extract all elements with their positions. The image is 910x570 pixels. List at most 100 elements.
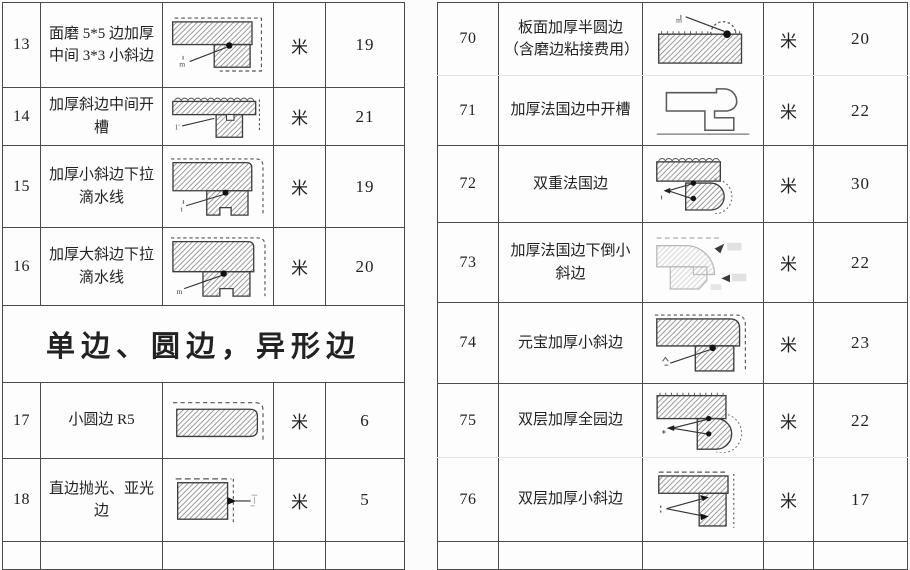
section-header: 单边、圆边，异形边 [2, 305, 405, 383]
diagram-cell: m [162, 227, 274, 306]
unit-cell: 米 [273, 382, 326, 459]
diagram-cell: t [162, 145, 274, 228]
row-number-cell [2, 541, 41, 570]
edge-name-cell: 加厚大斜边下拉滴水线 [40, 227, 163, 306]
row-number-cell: 71 [437, 75, 499, 146]
unit-cell [763, 541, 814, 570]
row-number-cell: 15 [2, 145, 41, 228]
edge-name-cell: 板面加厚半圆边（含磨边粘接费用） [498, 2, 643, 76]
unit-cell: 米 [273, 227, 326, 306]
straight-polished-matte-edge-diagram [175, 478, 258, 524]
price-cell: 19 [325, 2, 405, 88]
price-cell: 30 [813, 145, 908, 223]
row-number-cell: 13 [2, 2, 41, 88]
row-number-cell: 17 [2, 382, 41, 459]
edge-name-cell: 加厚小斜边下拉滴水线 [40, 145, 163, 228]
diagram-cell [642, 75, 764, 146]
surface-thickened-half-round-diagram: m [658, 14, 743, 64]
svg-text:m: m [676, 16, 682, 25]
diagram-cell [642, 145, 764, 223]
table-row-17: 17 小圆边 R5 米 6 [2, 382, 405, 459]
thickened-bevel-middle-groove-diagram: 1' [172, 97, 261, 138]
double-layer-thickened-small-bevel-diagram [658, 471, 735, 528]
price-cell: 19 [325, 145, 405, 228]
row-number-cell: 16 [2, 227, 41, 306]
table-row-75: 75 双层加厚全园边 米 22 [437, 383, 908, 458]
row-number-cell: 72 [437, 145, 499, 223]
thickened-french-edge-lower-small-bevel-diagram [656, 236, 747, 290]
edge-name-cell: 加厚斜边中间开槽 [40, 87, 163, 146]
diagram-cell: m [162, 2, 274, 88]
unit-cell: 米 [763, 222, 814, 303]
row-number-cell: 73 [437, 222, 499, 303]
edge-name-cell [40, 541, 163, 570]
ingot-thickened-small-bevel-diagram [654, 314, 746, 372]
unit-cell: 米 [763, 302, 814, 384]
table-row-76: 76 双层加厚小斜边 米 17 [437, 457, 908, 542]
unit-cell: 米 [763, 145, 814, 223]
diagram-cell: m [642, 2, 764, 76]
diagram-cell [642, 541, 764, 570]
row-number-cell [437, 541, 499, 570]
edge-name-cell: 面磨 5*5 边加厚中间 3*3 小斜边 [40, 2, 163, 88]
table-row-13: 13 面磨 5*5 边加厚中间 3*3 小斜边 m 米 19 [2, 2, 405, 88]
section-header-row: 单边、圆边，异形边 [2, 305, 405, 383]
table-row-18: 18 直边抛光、亚光边 米 5 [2, 458, 405, 542]
small-round-edge-r5-diagram [173, 402, 264, 442]
diagram-cell [162, 541, 274, 570]
table-row-15: 15 加厚小斜边下拉滴水线 t 米 19 [2, 145, 405, 228]
price-cell [813, 541, 908, 570]
svg-text:m: m [179, 59, 185, 68]
diagram-cell: 1' [162, 87, 274, 146]
row-number-cell: 76 [437, 457, 499, 542]
price-cell: 22 [813, 222, 908, 303]
edge-name-cell: 加厚法国边中开槽 [498, 75, 643, 146]
diagram-cell [642, 383, 764, 458]
price-cell: 5 [325, 458, 405, 542]
partial-row [2, 541, 405, 570]
table-row-74: 74 元宝加厚小斜边 米 23 [437, 302, 908, 384]
double-french-edge-diagram [656, 158, 733, 214]
svg-text:m: m [177, 287, 183, 296]
edge-price-table-right: 70 板面加厚半圆边（含磨边粘接费用） m 米 20 71 加厚法国边中开槽 米 [437, 2, 908, 570]
unit-cell: 米 [273, 87, 326, 146]
table-row-73: 73 加厚法国边下倒小斜边 米 22 [437, 222, 908, 303]
thickened-small-bevel-drip-line-diagram: t [171, 157, 264, 216]
price-cell: 17 [813, 457, 908, 542]
price-cell: 20 [813, 2, 908, 76]
edge-name-cell: 双重法国边 [498, 145, 643, 223]
thickened-french-edge-middle-groove-diagram [656, 87, 750, 135]
edge-name-cell: 小圆边 R5 [40, 382, 163, 459]
table-row-72: 72 双重法国边 米 30 [437, 145, 908, 223]
table-row-16: 16 加厚大斜边下拉滴水线 m 米 20 [2, 227, 405, 306]
unit-cell: 米 [273, 2, 326, 88]
price-cell: 23 [813, 302, 908, 384]
row-number-cell: 70 [437, 2, 499, 76]
unit-cell: 米 [763, 383, 814, 458]
edge-name-cell: 元宝加厚小斜边 [498, 302, 643, 384]
row-number-cell: 18 [2, 458, 41, 542]
svg-text:t: t [181, 204, 184, 213]
edge-name-cell: 加厚法国边下倒小斜边 [498, 222, 643, 303]
double-layer-thickened-full-round-diagram [656, 392, 743, 453]
diagram-cell [642, 222, 764, 303]
edge-name-cell: 双层加厚小斜边 [498, 457, 643, 542]
unit-cell: 米 [763, 2, 814, 76]
row-number-cell: 74 [437, 302, 499, 384]
table-row-71: 71 加厚法国边中开槽 米 22 [437, 75, 908, 146]
price-cell: 20 [325, 227, 405, 306]
svg-text:1': 1' [175, 123, 181, 132]
thickened-edge-3x3-small-bevel-diagram: m [172, 17, 263, 72]
unit-cell: 米 [273, 145, 326, 228]
table-row-70: 70 板面加厚半圆边（含磨边粘接费用） m 米 20 [437, 2, 908, 76]
diagram-cell [162, 458, 274, 542]
edge-name-cell: 直边抛光、亚光边 [40, 458, 163, 542]
edge-price-table-left: 13 面磨 5*5 边加厚中间 3*3 小斜边 m 米 19 14 加厚斜边中间… [2, 2, 405, 570]
price-cell: 22 [813, 383, 908, 458]
diagram-cell [642, 457, 764, 542]
row-number-cell: 14 [2, 87, 41, 146]
thickened-large-bevel-drip-line-diagram: m [171, 236, 266, 297]
price-cell [325, 541, 405, 570]
partial-row [437, 541, 908, 570]
unit-cell: 米 [273, 458, 326, 542]
